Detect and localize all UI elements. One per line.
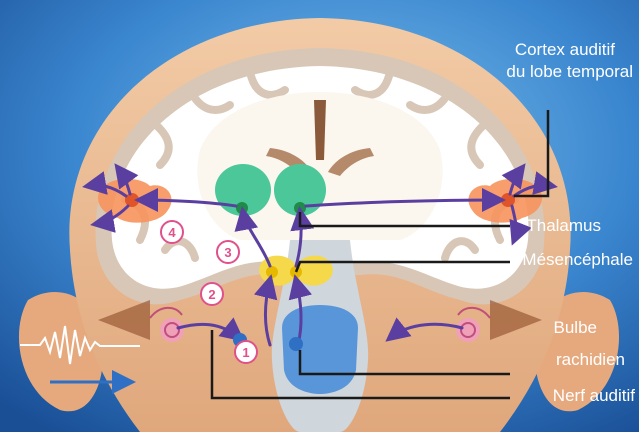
step-1-label: 1 xyxy=(242,345,249,360)
step-3-label: 3 xyxy=(224,245,231,260)
bulbe-label-line2: rachidien xyxy=(556,350,625,370)
bulbe-label-line1: Bulbe xyxy=(554,318,597,338)
step-2-label: 2 xyxy=(208,287,215,302)
bulbe-node-right xyxy=(289,337,303,351)
thalamus-label: Thalamus xyxy=(526,216,601,236)
mesencephale-node-left xyxy=(266,266,278,278)
step-4-marker: 4 xyxy=(161,221,183,243)
cortex-label-line2: du lobe temporal xyxy=(506,62,633,82)
longitudinal-fissure xyxy=(314,100,326,160)
cortex-label-line1: Cortex auditif xyxy=(515,40,615,60)
step-1-marker: 1 xyxy=(235,341,257,363)
nerf-auditif-label: Nerf auditif xyxy=(553,386,635,406)
step-2-marker: 2 xyxy=(201,283,223,305)
step-4-label: 4 xyxy=(168,225,176,240)
step-3-marker: 3 xyxy=(217,241,239,263)
mesencephale-label: Mésencéphale xyxy=(522,250,633,270)
